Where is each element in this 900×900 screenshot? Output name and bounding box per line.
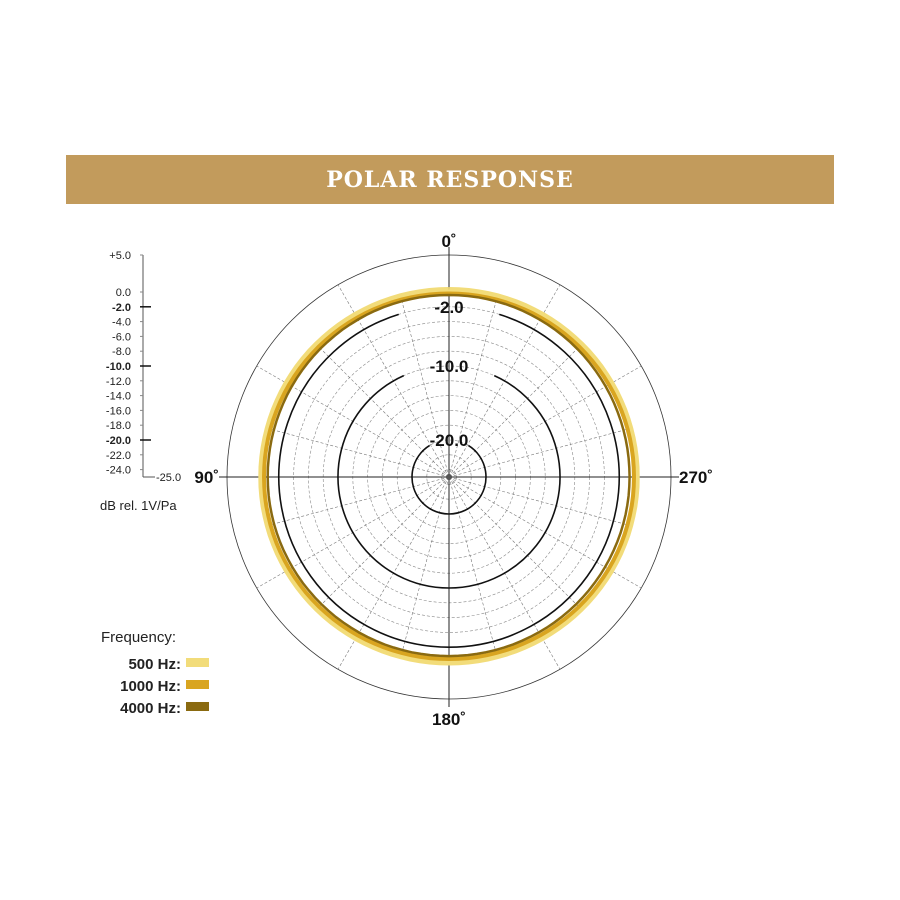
bold-ring [278, 313, 620, 648]
scale-tick-label: -8.0 [112, 346, 131, 358]
scale-tick-label: -22.0 [106, 450, 131, 462]
grid-spoke [270, 428, 450, 478]
legend-swatch [186, 680, 209, 689]
scale-tick-label: -14.0 [106, 391, 131, 403]
grid-spoke [317, 345, 450, 478]
chart-title: POLAR RESPONSE [326, 166, 574, 193]
scale-tick-label: -6.0 [112, 331, 131, 343]
grid-spoke [317, 476, 450, 609]
legend-label: 500 Hz: [128, 656, 181, 673]
bold-ring [411, 444, 487, 515]
scale-tick-label: -12.0 [106, 376, 131, 388]
grid-spoke [448, 476, 581, 609]
series-curve-1000hz [261, 291, 637, 662]
grid-spoke [400, 298, 450, 478]
legend-swatch [186, 702, 209, 711]
scale-tick-label: 0.0 [116, 287, 131, 299]
scale-tick-label: -24.0 [106, 465, 131, 477]
grid-spoke [448, 428, 628, 478]
grid-spoke [448, 345, 581, 478]
series-curve-500hz [258, 287, 640, 666]
ring-label: -2.0 [434, 298, 463, 317]
scale-tick-label: -16.0 [106, 405, 131, 417]
series-curve-4000hz [266, 293, 631, 658]
scale-tick-label: -20.0 [106, 435, 131, 447]
legend-label: 1000 Hz: [120, 678, 181, 695]
title-banner: POLAR RESPONSE [66, 155, 834, 204]
ring-label: -10.0 [430, 357, 469, 376]
angle-label-180: 180˚ [432, 710, 466, 729]
scale-tick-label: -10.0 [106, 361, 131, 373]
scale-tick-label: +5.0 [109, 250, 131, 262]
grid-spoke [270, 476, 450, 526]
scale-tick-label: -2.0 [112, 302, 131, 314]
legend-label: 4000 Hz: [120, 700, 181, 717]
angle-label-270: 270˚ [679, 468, 713, 487]
grid-spoke [448, 476, 498, 656]
angle-label-0: 0˚ [441, 232, 456, 251]
legend-swatch [186, 658, 209, 667]
grid-spoke [448, 298, 498, 478]
angle-label-90: 90˚ [194, 468, 219, 487]
grid-spoke [448, 476, 628, 526]
bold-ring [337, 374, 561, 589]
grid-spoke [400, 476, 450, 656]
scale-tick-label: -25.0 [156, 472, 181, 484]
center-dot [446, 474, 452, 480]
scale-tick-label: -4.0 [112, 317, 131, 329]
unit-label: dB rel. 1V/Pa [100, 498, 177, 513]
legend-title: Frequency: [101, 629, 176, 646]
ring-label: -20.0 [430, 431, 469, 450]
scale-tick-label: -18.0 [106, 420, 131, 432]
